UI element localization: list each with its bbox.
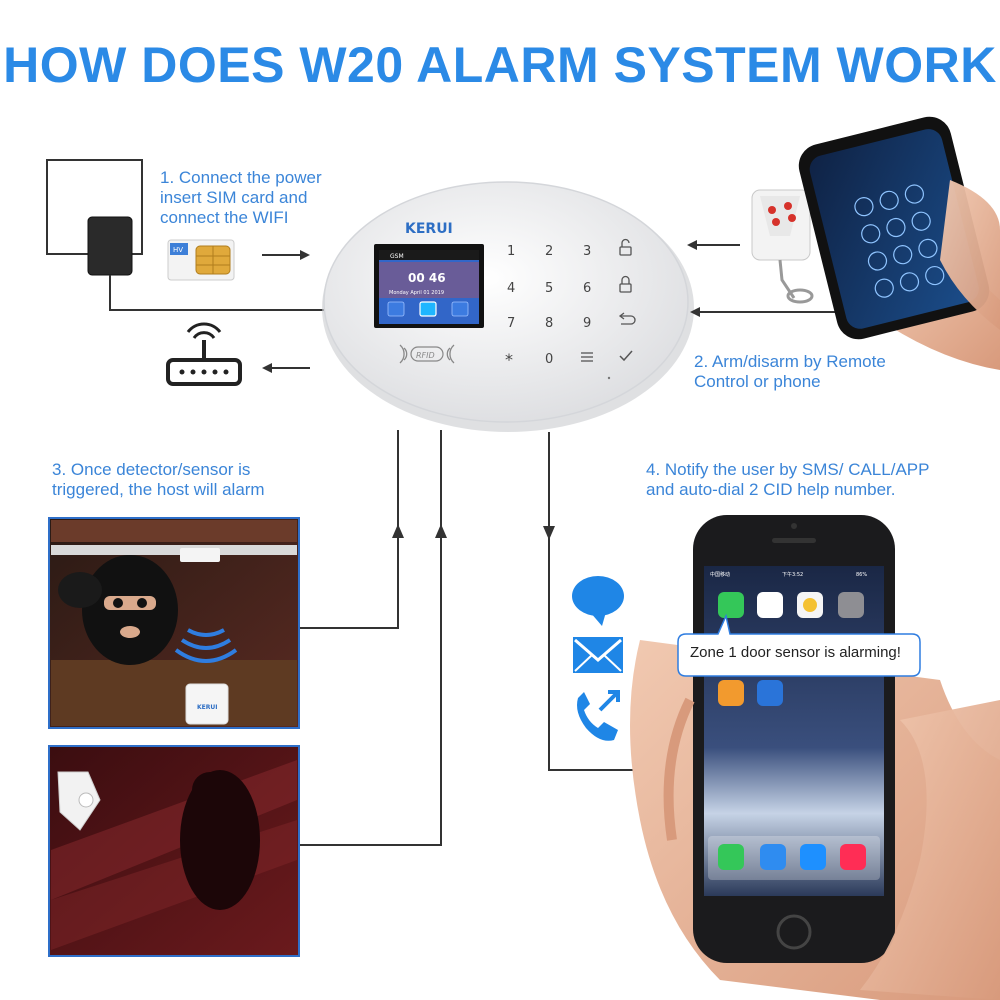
arrow-panel-to-router (262, 363, 310, 373)
arrow-up-sensor-1 (392, 524, 404, 538)
app-calculator-icon[interactable] (718, 680, 744, 706)
key-5[interactable]: 5 (545, 281, 553, 296)
sim-label: HV (173, 246, 183, 254)
key-1[interactable]: 1 (507, 244, 515, 259)
phone-screen (704, 566, 884, 896)
key-unlock-icon[interactable] (619, 238, 632, 256)
status-battery: 86% (856, 572, 867, 578)
arrow-remote-to-panel (687, 240, 740, 250)
alarm-notification-bubble (677, 613, 921, 677)
arrow-sim-to-panel (262, 250, 310, 260)
panel-network-label: GSM (390, 253, 404, 260)
sim-card: HV (167, 239, 235, 281)
door-sensor-device (180, 548, 220, 562)
step-1-text: 1. Connect the power insert SIM card and… (160, 168, 322, 227)
key-4[interactable]: 4 (507, 281, 515, 296)
dock-mail-icon[interactable] (760, 844, 786, 870)
panel-keypad[interactable]: 1 2 3 4 5 6 7 8 9 (507, 244, 591, 331)
top-smartphone-app (798, 116, 1000, 370)
key-0[interactable]: 0 (545, 352, 553, 367)
key-lock-icon[interactable] (619, 275, 632, 293)
sensor-brand-label: KERUI (197, 704, 217, 711)
dock-music-icon[interactable] (840, 844, 866, 870)
rfid-label: RFID (416, 351, 435, 360)
door-sensor-scene: KERUI (48, 517, 300, 729)
page-title: HOW DOES W20 ALARM SYSTEM WORK (3, 37, 997, 93)
key-7[interactable]: 7 (507, 316, 515, 331)
key-3[interactable]: 3 (583, 244, 591, 259)
status-carrier: 中国移动 (710, 571, 730, 578)
arrow-down-notify (543, 526, 555, 540)
step-4-text: 4. Notify the user by SMS/ CALL/APP and … (646, 460, 930, 499)
key-6[interactable]: 6 (583, 281, 591, 296)
step-2-text: 2. Arm/disarm by Remote Control or phone (694, 352, 886, 391)
app-video-icon[interactable] (757, 680, 783, 706)
email-icon (573, 637, 623, 673)
status-time: 下午3:52 (782, 571, 803, 578)
arrow-up-sensor-2 (435, 524, 447, 538)
dock (708, 836, 880, 880)
intruder-silhouette (180, 770, 260, 910)
key-9[interactable]: 9 (583, 316, 591, 331)
remote-control (751, 189, 814, 304)
panel-brand-logo: KERUI (405, 221, 453, 237)
wifi-router-icon (166, 322, 242, 386)
call-icon (577, 690, 620, 741)
signal-waves-icon (174, 628, 238, 663)
dock-phone-icon[interactable] (718, 844, 744, 870)
adapter-plug (87, 216, 133, 276)
alarm-panel: KERUI GSM 00 46 Monday April 01 2019 RFI… (322, 181, 694, 432)
arrow-phone-to-panel (690, 307, 845, 317)
dock-safari-icon[interactable] (800, 844, 826, 870)
key-menu-icon[interactable] (581, 352, 593, 362)
bottom-smartphone: 中国移动 下午3:52 86% (630, 515, 1000, 1000)
key-star[interactable]: * (505, 350, 513, 369)
door-sensor-unit (185, 683, 229, 725)
power-adapter (46, 159, 328, 311)
panel-time: 00 46 (408, 271, 446, 285)
home-button[interactable] (776, 914, 812, 950)
motion-sensor-scene (48, 745, 300, 957)
rfid-reader: RFID (399, 344, 455, 364)
power-cable (109, 275, 328, 311)
key-back-icon[interactable] (618, 312, 636, 325)
app-calendar-icon[interactable] (757, 592, 783, 618)
key-8[interactable]: 8 (545, 316, 553, 331)
key-confirm-icon[interactable] (619, 350, 633, 362)
key-2[interactable]: 2 (545, 244, 553, 259)
app-messages-icon[interactable] (718, 592, 744, 618)
sms-bubble-icon (572, 576, 624, 626)
step-3-text: 3. Once detector/sensor is triggered, th… (52, 460, 265, 499)
notification-text: Zone 1 door sensor is alarming! (690, 644, 901, 661)
app-camera-icon[interactable] (838, 592, 864, 618)
panel-date: Monday April 01 2019 (389, 290, 444, 296)
